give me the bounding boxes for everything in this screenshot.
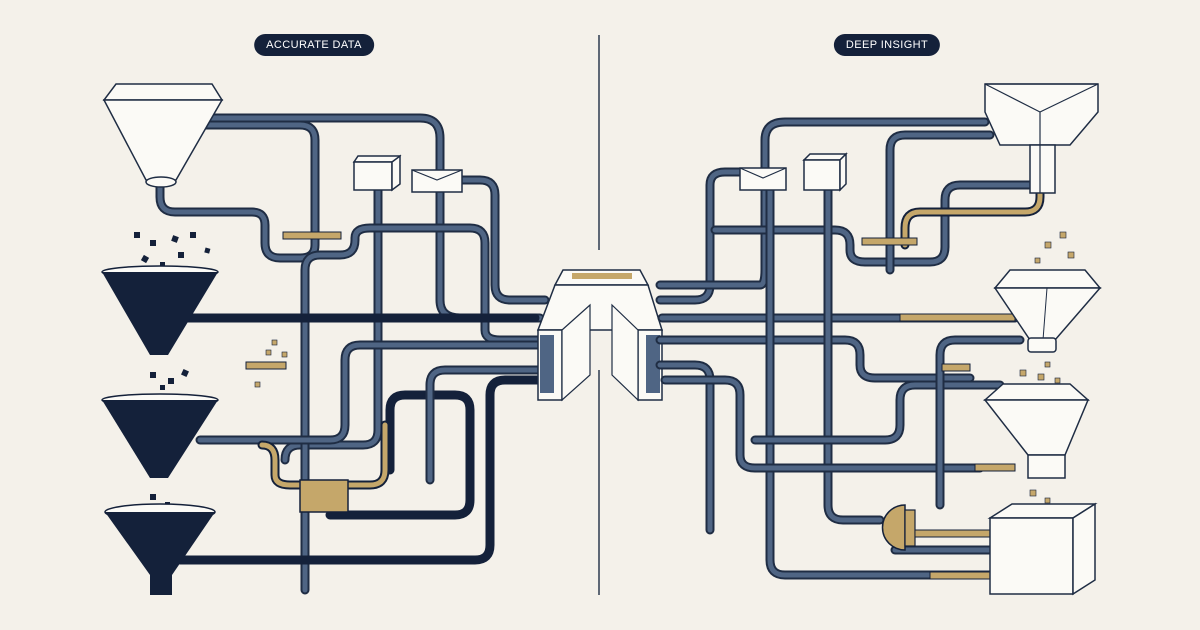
- left-pipes: [155, 113, 550, 595]
- gold-valve-left: [299, 479, 349, 513]
- box-icon-right-2: [802, 152, 848, 192]
- gateway-icon: [536, 269, 664, 402]
- gold-bar-right-1: [861, 237, 918, 246]
- label-deep-insight: DEEP INSIGHT: [833, 34, 941, 56]
- box-icon-left-1: [352, 154, 402, 192]
- cone-icon-2: [983, 383, 1090, 479]
- box-icon-right-1: [739, 167, 787, 191]
- gold-particles-icon: [254, 231, 1075, 504]
- funnel-icon-3: [104, 503, 216, 595]
- hopper-icon: [102, 83, 224, 188]
- pipe-left-5: [300, 223, 545, 595]
- funnel-icon-1: [101, 265, 219, 355]
- cone-icon-1: [993, 269, 1102, 353]
- gold-valve-right: [881, 504, 916, 551]
- particles-icon: [134, 232, 211, 518]
- label-accurate-data: ACCURATE DATA: [254, 34, 374, 56]
- gold-bar-right-4: [974, 463, 1016, 472]
- pipe-right-gold-1: [900, 185, 1045, 250]
- right-pipes: [655, 117, 1045, 580]
- pipe-left-3: [455, 175, 550, 305]
- gold-bar-left-1: [282, 231, 342, 240]
- cube-icon: [987, 502, 1098, 596]
- pipe-right-9: [655, 360, 715, 535]
- pipe-left-8: [175, 375, 545, 565]
- pipe-left-9: [325, 390, 475, 520]
- bin-icon: [984, 83, 1099, 194]
- gold-bar-right-3: [941, 363, 971, 372]
- gold-bar-right-2: [899, 313, 1016, 322]
- pipe-left-10: [425, 365, 545, 485]
- box-icon-left-2: [411, 169, 463, 193]
- gold-bar-left-2: [245, 361, 287, 370]
- pipe-right-6: [885, 130, 995, 275]
- funnel-icon-2: [101, 393, 219, 478]
- pipe-right-11: [750, 380, 1005, 445]
